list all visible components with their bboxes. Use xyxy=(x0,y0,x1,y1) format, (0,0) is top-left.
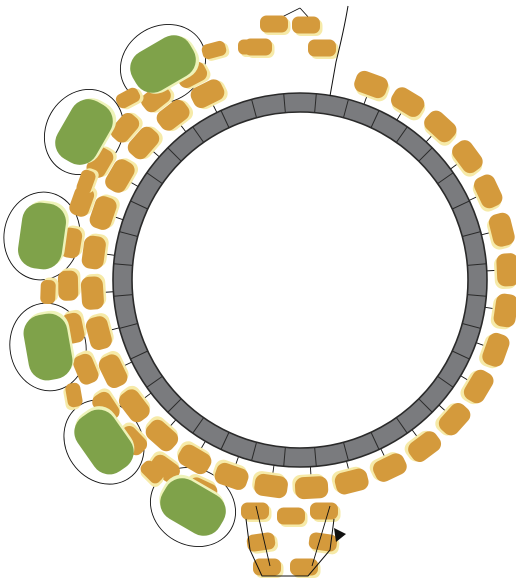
loop-bead xyxy=(277,508,308,528)
ring-inner xyxy=(132,112,468,448)
bead-body xyxy=(40,280,56,305)
inner-row-bead xyxy=(469,172,506,215)
bead-body xyxy=(142,416,181,454)
inner-row-bead xyxy=(477,330,512,372)
inner-row-bead xyxy=(251,470,290,499)
loop-bead xyxy=(310,503,341,523)
thread-direction-arrow-icon xyxy=(334,528,346,542)
bead-body xyxy=(310,503,338,520)
base-ring xyxy=(113,93,487,467)
inner-row-bead xyxy=(367,448,410,485)
bead-body xyxy=(116,386,153,426)
bead-body xyxy=(496,253,516,287)
inner-row-bead xyxy=(485,211,516,251)
bead-body xyxy=(58,270,79,300)
top-bead xyxy=(244,39,275,59)
green-accent-bead xyxy=(16,198,72,272)
bead-body xyxy=(277,508,305,525)
loop-bead xyxy=(253,559,284,579)
bead-body xyxy=(295,476,329,500)
top-bead xyxy=(260,16,291,36)
connector-bead xyxy=(40,277,58,304)
bead-body xyxy=(421,107,460,145)
inner-row-bead xyxy=(81,232,110,270)
bead-body xyxy=(80,276,104,310)
top-bead xyxy=(308,40,339,60)
connector-bead xyxy=(200,39,230,63)
bead-body xyxy=(405,428,445,465)
bead-body xyxy=(16,200,69,271)
inner-row-bead xyxy=(330,464,370,497)
bead-body xyxy=(435,400,473,439)
bead-body xyxy=(241,503,269,520)
inner-row-bead xyxy=(494,253,516,290)
bead-body xyxy=(253,559,281,576)
top-bead xyxy=(292,17,323,37)
connector-bead xyxy=(62,382,84,411)
bead-body xyxy=(449,137,486,177)
outer-row-bead xyxy=(70,348,103,387)
inner-row-bead xyxy=(95,348,133,391)
inner-row-bead xyxy=(351,69,393,104)
bead-body xyxy=(244,39,272,56)
inner-row-bead xyxy=(83,311,116,352)
bead-body xyxy=(292,17,320,34)
inner-row-bead xyxy=(490,292,516,331)
loop-bead xyxy=(290,559,321,579)
bead-body xyxy=(260,16,288,33)
inner-row-bead xyxy=(292,473,329,499)
inner-row-bead xyxy=(210,457,252,492)
outer-row-bead xyxy=(58,268,81,301)
bead-body xyxy=(308,40,336,57)
inner-row-bead xyxy=(80,273,107,310)
